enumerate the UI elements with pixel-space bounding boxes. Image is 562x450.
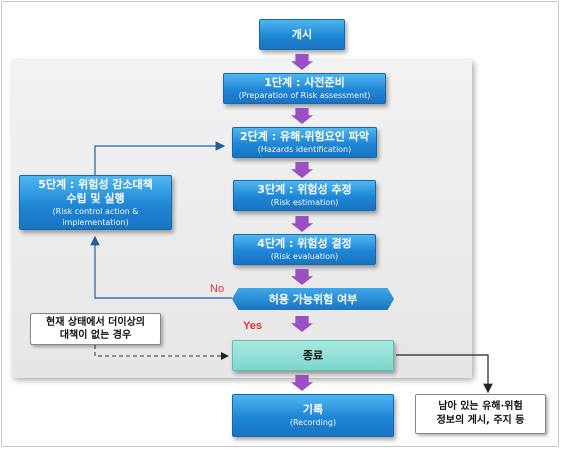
note-left-line2: 대책이 없는 경우 — [59, 330, 132, 341]
step3-title: 3단계 : 위험성 추정 — [257, 183, 352, 196]
step5-title-line2: 수립 및 실행 — [66, 191, 125, 205]
step4-title: 4단계 : 위험성 결정 — [257, 237, 352, 250]
decision-box: 허용 가능위험 여부 — [232, 288, 394, 310]
start-label: 개시 — [291, 27, 313, 41]
step2-subtitle: (Hazards identification) — [257, 145, 352, 154]
note-right-line1: 남아 있는 유해·위험 — [438, 401, 523, 412]
step2-box: 2단계 : 유해·위험요인 파악 (Hazards identification… — [232, 127, 377, 158]
end-label: 종료 — [302, 348, 324, 362]
no-label: No — [210, 283, 225, 295]
step3-subtitle: (Risk estimation) — [270, 198, 339, 207]
note-right-line2: 정보의 게시, 주지 등 — [436, 415, 525, 426]
step5-subtitle: (Risk control action & implementation) — [52, 206, 139, 227]
record-title: 기록 — [302, 403, 324, 416]
record-subtitle: (Recording) — [289, 418, 337, 427]
step1-box: 1단계 : 사전준비 (Preparation of Risk assessme… — [223, 73, 386, 104]
no-measures-note: 현재 상태에서 더이상의 대책이 없는 경우 — [30, 313, 161, 345]
step1-title: 1단계 : 사전준비 — [264, 76, 345, 89]
end-to-note-connector — [396, 354, 493, 394]
loop-connector-step5-to-step2 — [94, 141, 226, 175]
step1-subtitle: (Preparation of Risk assessment) — [238, 91, 371, 100]
record-box: 기록 (Recording) — [232, 394, 394, 437]
decision-label: 허용 가능위험 여부 — [268, 293, 358, 306]
end-box: 종료 — [232, 340, 394, 371]
step4-subtitle: (Risk evaluation) — [270, 252, 339, 261]
step2-title: 2단계 : 유해·위험요인 파악 — [240, 130, 369, 143]
dashed-connector — [94, 345, 229, 360]
no-connector — [90, 235, 232, 299]
step5-title-line1: 5단계 : 위험성 감소대책 — [38, 177, 153, 191]
note-left-line1: 현재 상태에서 더이상의 — [46, 317, 145, 328]
start-box: 개시 — [259, 19, 345, 50]
step3-box: 3단계 : 위험성 추정 (Risk estimation) — [233, 180, 376, 211]
step5-box: 5단계 : 위험성 감소대책 수립 및 실행 (Risk control act… — [19, 175, 172, 230]
residual-risk-note: 남아 있는 유해·위험 정보의 게시, 주지 등 — [415, 394, 546, 434]
yes-label: Yes — [243, 320, 262, 332]
step4-box: 4단계 : 위험성 결정 (Risk evaluation) — [233, 234, 376, 265]
